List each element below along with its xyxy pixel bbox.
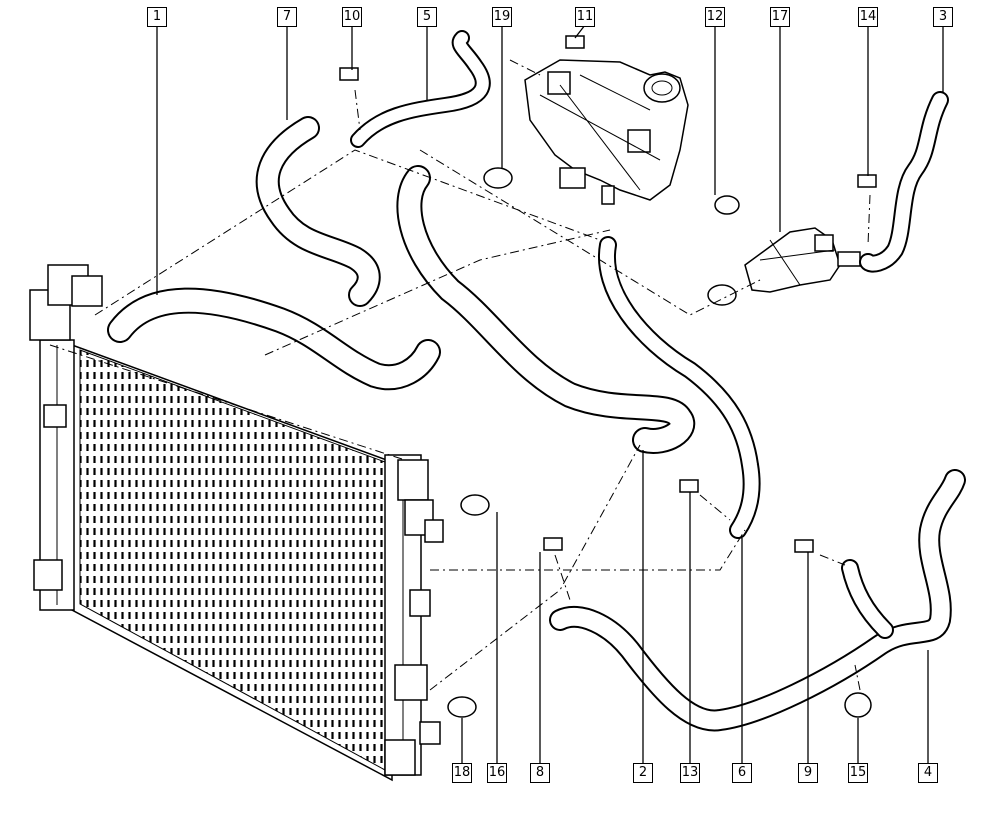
callout-1: 1 — [147, 7, 167, 27]
callout-6: 6 — [732, 763, 752, 783]
connection-lines — [94, 59, 871, 691]
radiator — [29, 264, 444, 782]
callout-12: 12 — [705, 7, 725, 27]
hose-clamps — [339, 35, 877, 718]
callout-19: 19 — [492, 7, 512, 27]
callout-9: 9 — [798, 763, 818, 783]
callout-16: 16 — [487, 763, 507, 783]
thermostat-housing — [744, 227, 861, 293]
callout-8: 8 — [530, 763, 550, 783]
callout-4: 4 — [918, 763, 938, 783]
hoses — [107, 30, 966, 732]
callout-13: 13 — [680, 763, 700, 783]
callout-7: 7 — [277, 7, 297, 27]
callout-3: 3 — [933, 7, 953, 27]
callout-11: 11 — [575, 7, 595, 27]
callout-15: 15 — [848, 763, 868, 783]
callout-10: 10 — [342, 7, 362, 27]
callout-14: 14 — [858, 7, 878, 27]
callout-17: 17 — [770, 7, 790, 27]
callout-leaders — [156, 24, 944, 763]
expansion-tank — [524, 59, 689, 205]
callout-5: 5 — [417, 7, 437, 27]
callout-2: 2 — [633, 763, 653, 783]
callout-18: 18 — [452, 763, 472, 783]
